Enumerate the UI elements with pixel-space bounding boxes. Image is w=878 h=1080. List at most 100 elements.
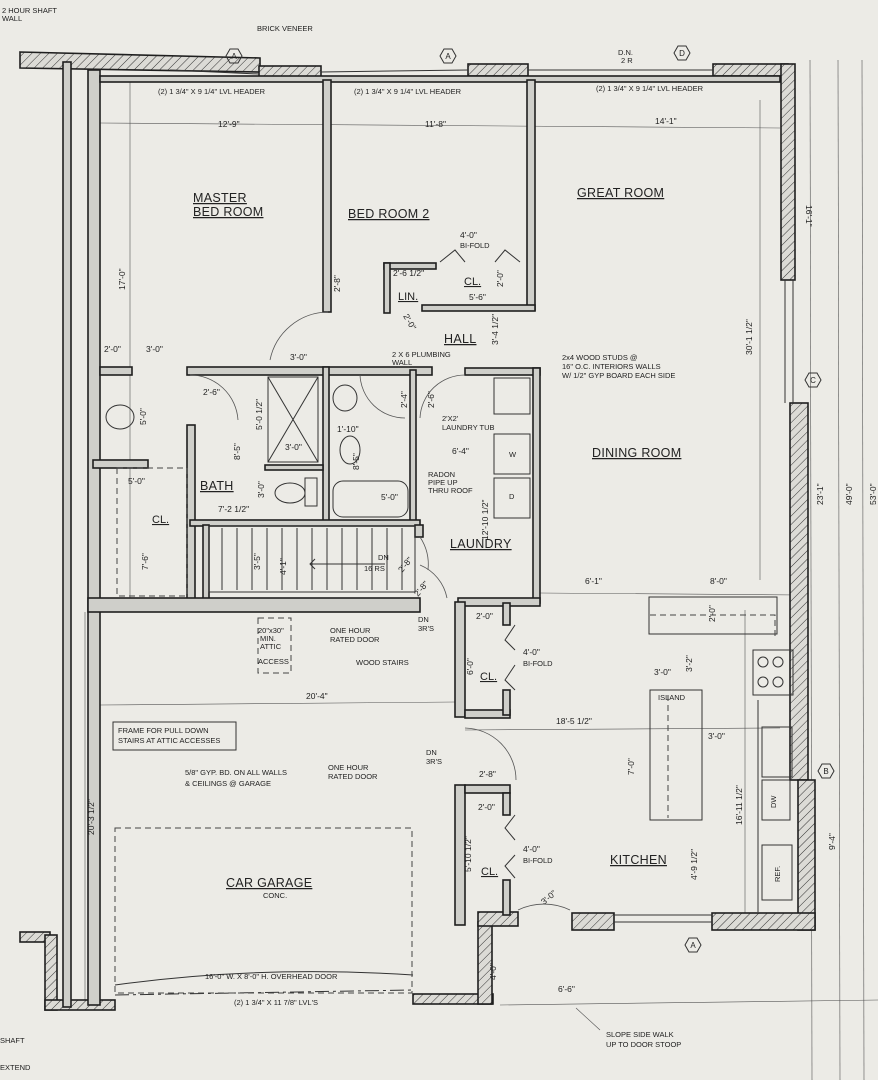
dimension-label: 17'-0" bbox=[117, 268, 127, 290]
svg-text:C: C bbox=[810, 376, 816, 385]
laundry-tub bbox=[493, 377, 531, 415]
counter bbox=[648, 596, 778, 635]
dimension-label: 7'-2 1/2" bbox=[218, 504, 249, 514]
dimension-lines bbox=[84, 59, 878, 1080]
note-attic: 20"x30" bbox=[258, 626, 284, 635]
note-plumbing-wall: WALL bbox=[392, 358, 412, 367]
pull-down-note-box bbox=[112, 721, 237, 751]
note-dn: 2 R bbox=[621, 56, 633, 65]
room-label-bath: BATH bbox=[200, 479, 234, 493]
dimension-label: 7'-0" bbox=[626, 758, 636, 775]
note-overhead-door: 16'-0" W. X 8'-0" H. OVERHEAD DOOR bbox=[205, 972, 338, 981]
grid-marker-a: A bbox=[439, 48, 457, 64]
room-label-laundry: LAUNDRY bbox=[450, 537, 512, 551]
dimension-label: 3'-0" bbox=[539, 888, 558, 907]
note-pull-down: STAIRS AT ATTIC ACCESSES bbox=[118, 736, 220, 745]
note-shaft-wall: WALL bbox=[2, 14, 22, 23]
note-wood-stairs: WOOD STAIRS bbox=[356, 658, 409, 667]
dimension-label: 2'-8" bbox=[396, 555, 415, 574]
shower bbox=[267, 376, 319, 463]
dimension-label: 5'-0" bbox=[128, 476, 145, 486]
dimension-label: 5'-0" bbox=[138, 408, 148, 425]
note-studs: 2x4 WOOD STUDS @ bbox=[562, 353, 638, 362]
note-gyp-board: & CEILINGS @ GARAGE bbox=[185, 779, 271, 788]
note-garage-lvl: (2) 1 3/4" X 11 7/8" LVL'S bbox=[234, 998, 318, 1007]
note-sidewalk: UP TO DOOR STOOP bbox=[606, 1040, 681, 1049]
dimension-label: 16'-1" bbox=[804, 205, 814, 227]
dimension-label: 7'-6" bbox=[140, 553, 150, 570]
room-label-great-room: GREAT ROOM bbox=[577, 186, 664, 200]
toilet bbox=[105, 404, 135, 430]
note-rated-door: RATED DOOR bbox=[330, 635, 380, 644]
bifold-label: 4'-0" bbox=[523, 844, 540, 854]
room-label-garage: CAR GARAGE bbox=[226, 876, 312, 890]
grid-markers: A A D C B A bbox=[225, 45, 835, 953]
dimension-label: 11'-8" bbox=[425, 119, 446, 129]
kitchen-island bbox=[649, 689, 703, 821]
dimension-label: 2'-4" bbox=[399, 391, 409, 408]
dimension-label: 4'-1" bbox=[278, 558, 288, 575]
dimension-label: 2'-6" bbox=[426, 391, 436, 408]
dimension-label: 4'-0" bbox=[488, 963, 498, 980]
dryer-label: D bbox=[509, 492, 515, 501]
dimension-label: 2'-0" bbox=[478, 802, 495, 812]
note-pull-down: FRAME FOR PULL DOWN bbox=[118, 726, 209, 735]
dimension-label: 53'-0" bbox=[868, 483, 878, 505]
dimension-label: 12'-10 1/2" bbox=[480, 499, 490, 540]
room-label-dining-room: DINING ROOM bbox=[592, 446, 681, 460]
car-outline bbox=[114, 827, 413, 994]
dimension-label: 8'-5" bbox=[232, 443, 242, 460]
dimension-label: 8'-5" bbox=[351, 453, 361, 470]
dimension-label: 3'-0" bbox=[290, 352, 307, 362]
note-radon: THRU ROOF bbox=[428, 486, 473, 495]
toilet bbox=[274, 482, 306, 504]
dimension-label: 3'-5" bbox=[252, 553, 262, 570]
garage-floor-label: CONC. bbox=[263, 891, 287, 900]
dimension-label: 3'-0" bbox=[256, 481, 266, 498]
grid-marker-a: A bbox=[225, 48, 243, 64]
dimension-label: 3'-0" bbox=[708, 731, 725, 741]
door-swings bbox=[189, 249, 571, 911]
note-plumbing-wall: 2 X 6 PLUMBING bbox=[392, 350, 451, 359]
exterior-walls bbox=[19, 51, 816, 1011]
note-rated-door: ONE HOUR bbox=[330, 626, 371, 635]
grid-marker-b: B bbox=[817, 763, 835, 779]
dimension-label: 3'-0" bbox=[285, 442, 302, 452]
dimension-label: 2'-0" bbox=[495, 270, 505, 287]
dimension-label: 5'-10 1/2" bbox=[463, 836, 473, 872]
note-header: (2) 1 3/4" X 9 1/4" LVL HEADER bbox=[596, 84, 704, 93]
dimension-label: 2'-8" bbox=[479, 769, 496, 779]
dimension-label: 6'-1" bbox=[585, 576, 602, 586]
dimension-label: 16'-11 1/2" bbox=[734, 785, 744, 825]
dimension-label: 2'-6 1/2" bbox=[393, 268, 424, 278]
room-label-closet: CL. bbox=[464, 276, 481, 288]
note-attic: ATTIC bbox=[260, 642, 282, 651]
dimension-label: 6'-4" bbox=[452, 446, 469, 456]
room-label-master: BED ROOM bbox=[193, 205, 263, 219]
note-gyp-board: 5/8" GYP. BD. ON ALL WALLS bbox=[185, 768, 287, 777]
note-dn-3rs: DN bbox=[426, 748, 437, 757]
dimension-label: 6'-0" bbox=[465, 658, 475, 675]
dishwasher-label: DW bbox=[769, 795, 778, 808]
note-header: (2) 1 3/4" X 9 1/4" LVL HEADER bbox=[354, 87, 462, 96]
note-shaft-wall: 2 HOUR SHAFT bbox=[2, 6, 57, 15]
note-radon: PIPE UP bbox=[428, 478, 458, 487]
island-label: ISLAND bbox=[658, 693, 686, 702]
kitchen-sink bbox=[761, 726, 793, 778]
note-brick-veneer: BRICK VENEER bbox=[257, 24, 313, 33]
annotations: 2 HOUR SHAFT WALL BRICK VENEER (2) 1 3/4… bbox=[0, 6, 704, 1072]
dimension-labels: 12'-9"11'-8"14'-1"16'-1"17'-0"2'-8"2'-6 … bbox=[86, 116, 878, 994]
room-label-master: MASTER bbox=[193, 191, 247, 205]
range bbox=[752, 649, 794, 696]
bifold-label: BI-FOLD bbox=[523, 659, 553, 668]
note-header: (2) 1 3/4" X 9 1/4" LVL HEADER bbox=[158, 87, 266, 96]
note-studs: W/ 1/2" GYP BOARD EACH SIDE bbox=[562, 371, 675, 380]
room-labels: MASTER BED ROOM BED ROOM 2 GREAT ROOM CL… bbox=[152, 186, 782, 900]
dimension-label: 3'-0" bbox=[146, 344, 163, 354]
room-label-hall: HALL bbox=[444, 332, 476, 346]
dimension-label: 6'-6" bbox=[558, 984, 575, 994]
note-rated-door: RATED DOOR bbox=[328, 772, 378, 781]
room-label-closet: CL. bbox=[480, 671, 497, 683]
dryer bbox=[493, 477, 531, 519]
